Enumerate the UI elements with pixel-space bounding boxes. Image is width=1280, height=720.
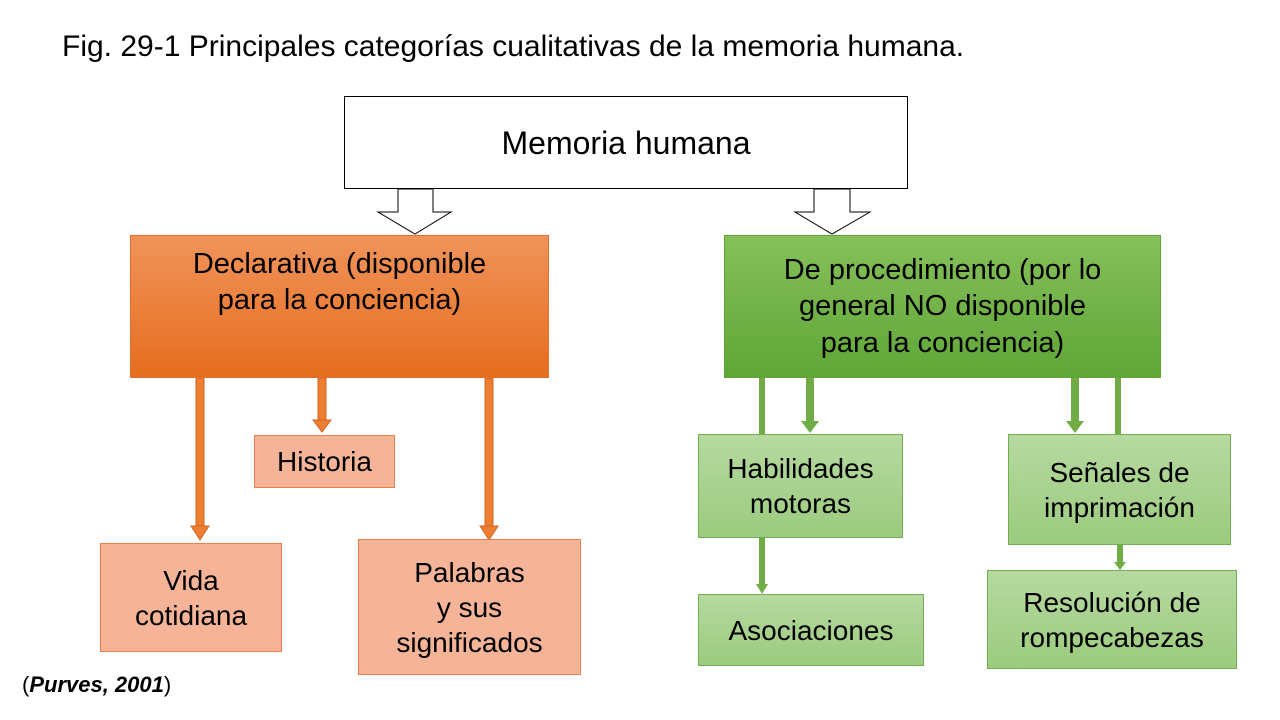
declarativa-box: Declarativa (disponible para la concienc… — [130, 235, 549, 378]
rompecabezas-box: Resolución de rompecabezas — [987, 570, 1237, 669]
hollow-arrow-right — [793, 188, 872, 235]
citation-author: Purves, 2001 — [29, 672, 164, 697]
habilidades-box: Habilidades motoras — [698, 434, 903, 538]
procedimiento-box: De procedimiento (por lo general NO disp… — [724, 235, 1161, 378]
arrow-rompecabezas — [1117, 545, 1123, 562]
vida-cotidiana-box: Vida cotidiana — [100, 543, 282, 652]
arrow-historia — [317, 377, 327, 421]
historia-box: Historia — [254, 435, 395, 488]
citation-open: ( — [22, 672, 30, 697]
line-senales — [1115, 378, 1121, 434]
asociaciones-box: Asociaciones — [698, 594, 924, 666]
hollow-arrow-left — [376, 188, 453, 235]
palabras-box: Palabras y sus significados — [358, 539, 581, 675]
root-box: Memoria humana — [344, 96, 908, 189]
declarativa-label: Declarativa (disponible para la concienc… — [192, 248, 487, 317]
senales-box: Señales de imprimación — [1008, 434, 1231, 545]
arrow-asociaciones — [759, 538, 765, 584]
arrow-palabras — [484, 377, 494, 527]
arrow-habilidades — [806, 378, 814, 421]
line-habilidades — [759, 378, 765, 434]
figure-title: Fig. 29-1 Principales categorías cualita… — [62, 30, 965, 63]
citation-close: ) — [163, 672, 172, 697]
arrow-vida — [195, 377, 205, 527]
citation: (Purves, 2001) — [22, 672, 171, 698]
arrow-senales — [1071, 378, 1079, 421]
